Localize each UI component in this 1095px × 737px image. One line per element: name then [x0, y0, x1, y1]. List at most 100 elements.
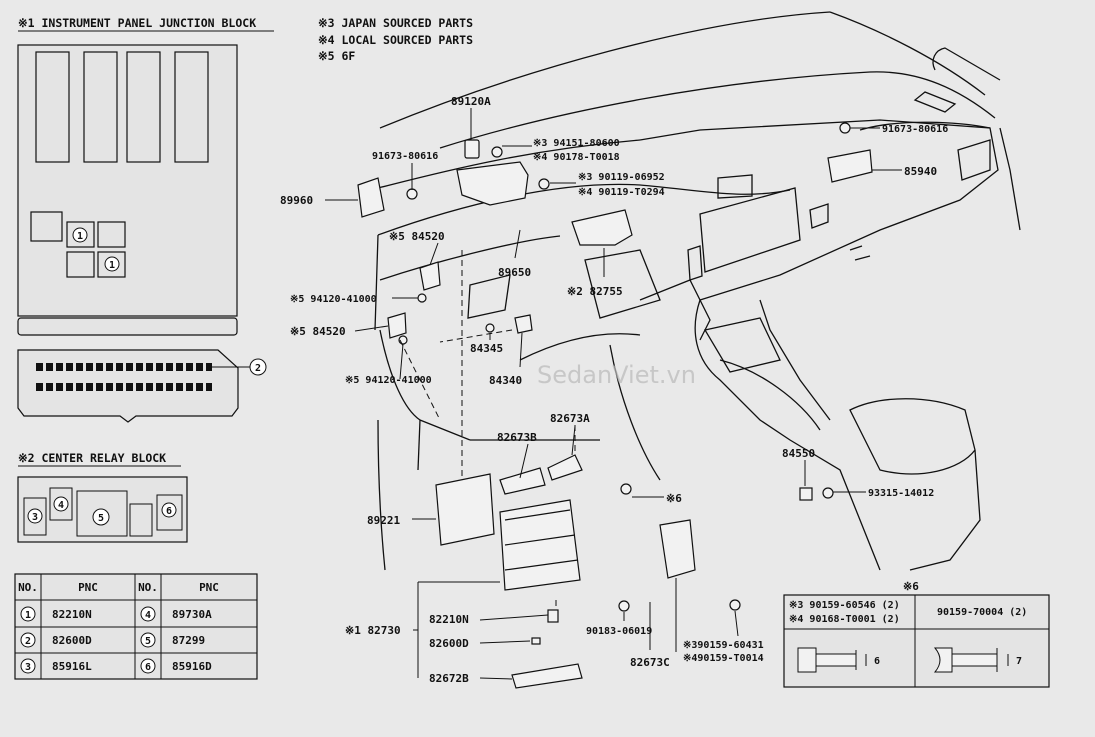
- svg-text:5: 5: [145, 636, 151, 647]
- svg-text:1: 1: [25, 610, 31, 621]
- part-82673a-glyph: [547, 454, 583, 481]
- part-84520b-glyph: [387, 312, 407, 339]
- bolt-left-dimension: 6: [874, 656, 880, 667]
- svg-text:85916D: 85916D: [172, 660, 212, 673]
- svg-text:87299: 87299: [172, 634, 205, 647]
- bolt-box-title: ※6: [903, 580, 919, 593]
- label-90119-t0294: ※4 90119-T0294: [578, 187, 665, 198]
- svg-text:6: 6: [166, 506, 172, 517]
- svg-text:2: 2: [255, 363, 261, 374]
- bolt-left-line-1: ※3 90159-60546 (2): [789, 600, 900, 611]
- part-82673c-glyph: [659, 519, 696, 579]
- pnc-header-no-1: NO.: [18, 581, 38, 594]
- part-84340-glyph: [514, 314, 533, 334]
- svg-text:89730A: 89730A: [172, 608, 212, 621]
- label-star-6: ※6: [666, 492, 682, 505]
- svg-text:4: 4: [145, 610, 151, 621]
- svg-text:82210N: 82210N: [52, 608, 92, 621]
- part-84345-glyph: [485, 323, 495, 333]
- part-82672b-glyph: [511, 663, 583, 689]
- pnc-row: 2 82600D 5 87299: [20, 632, 205, 648]
- notes: ※3 JAPAN SOURCED PARTS ※4 LOCAL SOURCED …: [318, 16, 473, 63]
- callout-6: 6: [161, 502, 177, 518]
- part-89221-glyph: [435, 473, 495, 546]
- svg-text:3: 3: [32, 512, 38, 523]
- label-84520-b: ※5 84520: [290, 325, 346, 338]
- label-82673a: 82673A: [550, 412, 590, 425]
- label-90159-t0014: ※490159-T0014: [683, 653, 764, 664]
- part-91673a-glyph: [406, 188, 418, 200]
- part-82210n-glyph: [547, 609, 559, 623]
- svg-text:82600D: 82600D: [52, 634, 92, 647]
- part-82755-glyph: [571, 209, 633, 246]
- dashed-leaders: [399, 250, 576, 610]
- relay-block-title: ※2 CENTER RELAY BLOCK: [18, 451, 166, 465]
- part-90119-glyph: [538, 178, 550, 190]
- svg-text:1: 1: [77, 231, 83, 242]
- label-82673c: 82673C: [630, 656, 670, 669]
- leader-lines: [325, 108, 902, 680]
- label-82672b: 82672B: [429, 672, 469, 685]
- svg-text:85916L: 85916L: [52, 660, 92, 673]
- callout-4: 4: [53, 496, 69, 512]
- center-relay-block: ※2 CENTER RELAY BLOCK 3 4 5 6: [17, 451, 188, 543]
- svg-text:3: 3: [25, 662, 31, 673]
- label-82600d: 82600D: [429, 637, 469, 650]
- label-89960: 89960: [280, 194, 313, 207]
- label-91673-80616-b: 91673-80616: [882, 124, 948, 135]
- label-94151-80600: ※3 94151-80600: [533, 138, 620, 149]
- callout-3: 3: [27, 508, 43, 524]
- pnc-header-no-2: NO.: [138, 581, 158, 594]
- junction-block-title: ※1 INSTRUMENT PANEL JUNCTION BLOCK: [18, 16, 256, 30]
- label-94120-41000-a: ※5 94120-41000: [290, 294, 377, 305]
- label-84345: 84345: [470, 342, 503, 355]
- callout-2: 2: [249, 358, 267, 376]
- callout-1-b: 1: [104, 256, 120, 272]
- part-93315-glyph: [822, 487, 834, 499]
- label-84550: 84550: [782, 447, 815, 460]
- label-94120-41000-b: ※5 94120-41000: [345, 375, 432, 386]
- junction-block: ※1 INSTRUMENT PANEL JUNCTION BLOCK 1 1 2: [17, 16, 274, 423]
- bolt-right-dimension: 7: [1016, 656, 1022, 667]
- watermark-logo: SedanViet.vn: [537, 361, 696, 389]
- pnc-table: NO. PNC NO. PNC 1 82210N 4 89730A 2 8260…: [14, 573, 258, 680]
- bolt-left-line-2: ※4 90168-T0001 (2): [789, 614, 900, 625]
- callout-1-a: 1: [72, 227, 88, 243]
- note-local-sourced: ※4 LOCAL SOURCED PARTS: [318, 33, 473, 47]
- note-6f: ※5 6F: [318, 49, 355, 63]
- pnc-header-pnc-2: PNC: [199, 581, 219, 594]
- pnc-row: 3 85916L 6 85916D: [20, 658, 212, 674]
- part-89960-glyph: [357, 177, 385, 218]
- label-84520-a: ※5 84520: [389, 230, 445, 243]
- pnc-header-pnc-1: PNC: [78, 581, 98, 594]
- label-90183-06019: 90183-06019: [586, 626, 652, 637]
- label-89650: 89650: [498, 266, 531, 279]
- label-82210n: 82210N: [429, 613, 469, 626]
- svg-text:2: 2: [25, 636, 31, 647]
- part-82673b-glyph: [499, 467, 546, 495]
- bolt-spec-box: ※6 ※3 90159-60546 (2) ※4 90168-T0001 (2)…: [783, 580, 1050, 688]
- label-93315-14012: 93315-14012: [868, 488, 934, 499]
- part-94120a-glyph: [417, 293, 427, 303]
- part-bolt-6-glyph: [620, 483, 632, 495]
- note-japan-sourced: ※3 JAPAN SOURCED PARTS: [318, 16, 473, 30]
- label-89221: 89221: [367, 514, 400, 527]
- part-82730-glyph: [499, 499, 581, 591]
- pnc-row: 1 82210N 4 89730A: [20, 606, 212, 622]
- svg-text:4: 4: [58, 500, 64, 511]
- part-89650-glyph: [456, 161, 529, 206]
- label-84340: 84340: [489, 374, 522, 387]
- svg-text:1: 1: [109, 260, 115, 271]
- label-90119-06952: ※3 90119-06952: [578, 172, 665, 183]
- part-glyphs: [357, 122, 873, 689]
- svg-text:5: 5: [98, 513, 104, 524]
- dashboard-drawing: [369, 11, 1021, 571]
- part-90183-glyph: [618, 600, 630, 612]
- label-90178-t0018: ※4 90178-T0018: [533, 152, 620, 163]
- label-85940: 85940: [904, 165, 937, 178]
- part-94151-glyph: [491, 146, 503, 158]
- bolt-right-icon: [933, 647, 1009, 673]
- label-91673-80616-a: 91673-80616: [372, 151, 438, 162]
- part-82600d-glyph: [531, 637, 541, 645]
